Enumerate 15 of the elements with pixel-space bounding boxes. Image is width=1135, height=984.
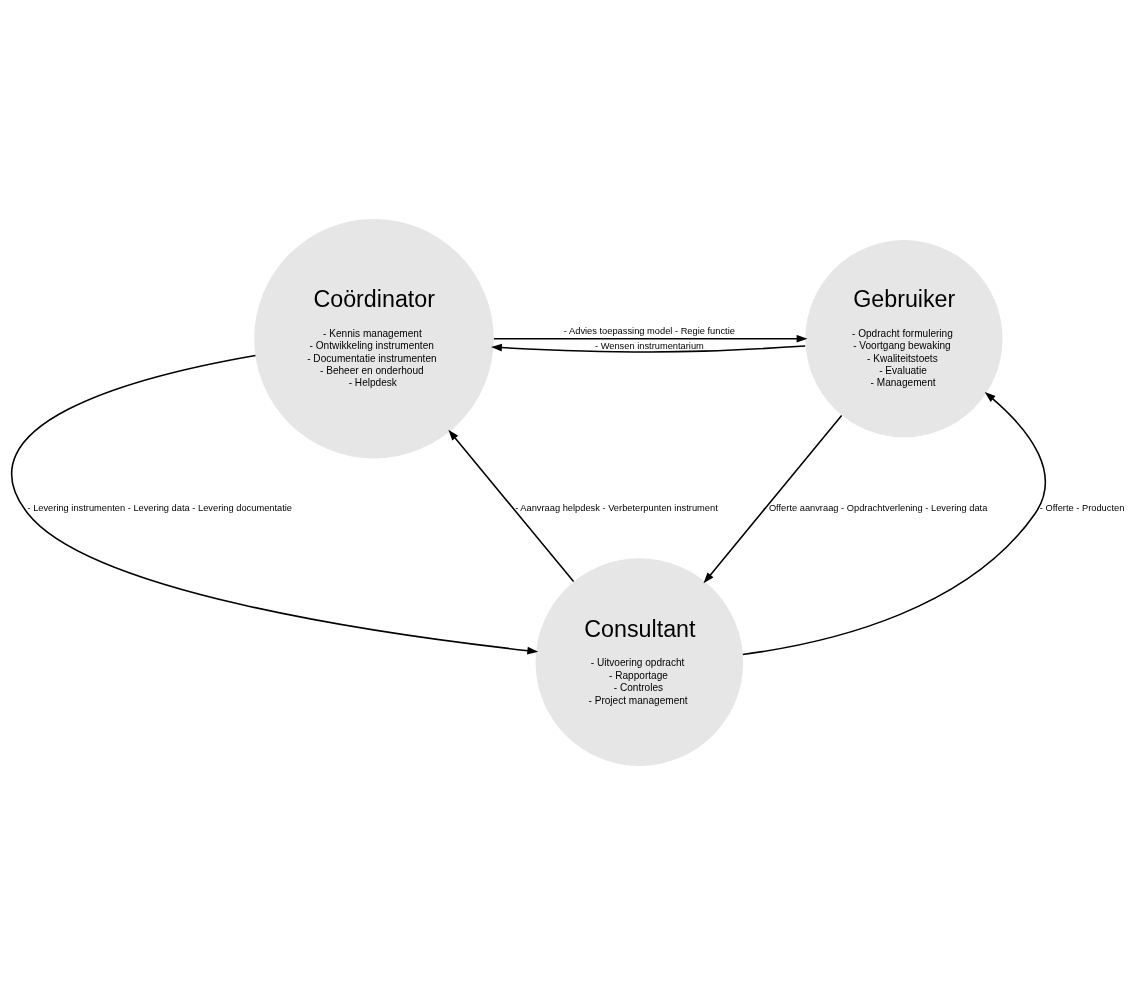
arrow: [493, 334, 808, 343]
arrow: [448, 429, 575, 582]
edge-label: - Advies toepassing model - Regie functie: [563, 325, 735, 336]
arrow: [703, 414, 843, 583]
node-circle: Gebruiker - Opdracht formulering - Voortgang bewaking - Kwaliteitstoets - Evaluatie - Management: [805, 239, 1003, 437]
arrow: [742, 391, 1047, 655]
edge-label: - Wensen instrumentarium: [594, 340, 704, 350]
edge-label: - Offerte aanvraag - Opdrachtverlening - Levering data: [763, 502, 988, 513]
node-circle: Coördinator - Kennis management - Ontwikkeling instrumenten - Documentatie instrumenten - Beheer en onderhoud - Helpdesk: [254, 218, 494, 458]
arrow: [10, 354, 539, 654]
edge-label: - Aanvraag helpdesk - Verbeterpunten instrument: [515, 502, 718, 513]
edge-label: - Offerte - Producten: [1039, 502, 1125, 513]
node-circle: Consultant - Uitvoering opdracht - Rapportage - Controles - Project management: [535, 557, 744, 766]
arrow: [491, 343, 806, 353]
edge-label: - Levering instrumenten - Levering data - Levering documentatie: [27, 502, 293, 513]
